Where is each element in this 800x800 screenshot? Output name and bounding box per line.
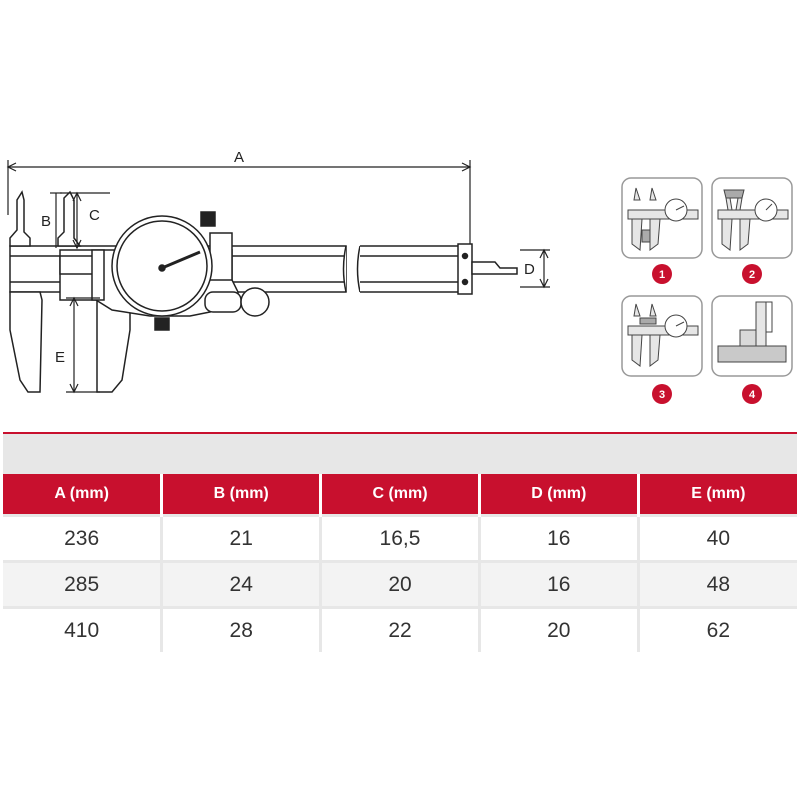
- label-e: E: [55, 349, 65, 366]
- table-header-row: A (mm) B (mm) C (mm) D (mm) E (mm): [3, 474, 797, 516]
- table-cell: 28: [161, 606, 323, 652]
- header-a: A (mm): [3, 474, 164, 516]
- table-cell: 20: [320, 560, 481, 608]
- caliper-diagram: A: [6, 149, 793, 404]
- table-cell: 236: [3, 514, 164, 562]
- usage-thumbnail-3: [621, 295, 703, 377]
- header-c: C (mm): [320, 474, 481, 516]
- table-cell: 24: [161, 560, 323, 608]
- caliper-drawing: [9, 190, 518, 393]
- table-cell: 16,5: [320, 514, 481, 562]
- dimension-d: [520, 248, 550, 289]
- badge-3: 3: [652, 384, 672, 404]
- table-row: 285 24 20 16 48: [3, 560, 797, 608]
- dimensions-table: A (mm) B (mm) C (mm) D (mm) E (mm) 236 2…: [3, 474, 797, 652]
- label-b: B: [41, 213, 51, 230]
- table-cell: 22: [320, 606, 481, 652]
- table-cell: 16: [479, 560, 640, 608]
- label-d: D: [524, 261, 535, 278]
- usage-thumbnail-4: [711, 295, 793, 377]
- table-cell: 21: [161, 514, 323, 562]
- table-cell: 62: [638, 606, 797, 652]
- table-cell: 20: [479, 606, 640, 652]
- dimension-c: [60, 191, 110, 250]
- table-row: 410 28 22 20 62: [3, 606, 797, 652]
- header-d: D (mm): [479, 474, 640, 516]
- usage-thumbnail-2: [711, 177, 793, 259]
- dimension-e: [66, 296, 100, 394]
- label-c: C: [89, 207, 100, 224]
- dimension-a: [6, 160, 472, 250]
- dimensions-table-panel: A (mm) B (mm) C (mm) D (mm) E (mm) 236 2…: [3, 432, 797, 652]
- table-cell: 40: [638, 514, 797, 562]
- svg-text:3: 3: [659, 389, 665, 401]
- svg-text:1: 1: [659, 269, 665, 281]
- table-cell: 48: [638, 560, 797, 608]
- table-cell: 16: [479, 514, 640, 562]
- table-row: 236 21 16,5 16 40: [3, 514, 797, 562]
- usage-thumbnail-1: [621, 177, 703, 259]
- badge-2: 2: [742, 264, 762, 284]
- table-cell: 410: [3, 606, 164, 652]
- header-e: E (mm): [638, 474, 797, 516]
- svg-text:4: 4: [749, 389, 756, 401]
- badge-4: 4: [742, 384, 762, 404]
- svg-text:2: 2: [749, 269, 755, 281]
- header-b: B (mm): [161, 474, 323, 516]
- label-a: A: [234, 149, 244, 166]
- badge-1: 1: [652, 264, 672, 284]
- table-cell: 285: [3, 560, 164, 608]
